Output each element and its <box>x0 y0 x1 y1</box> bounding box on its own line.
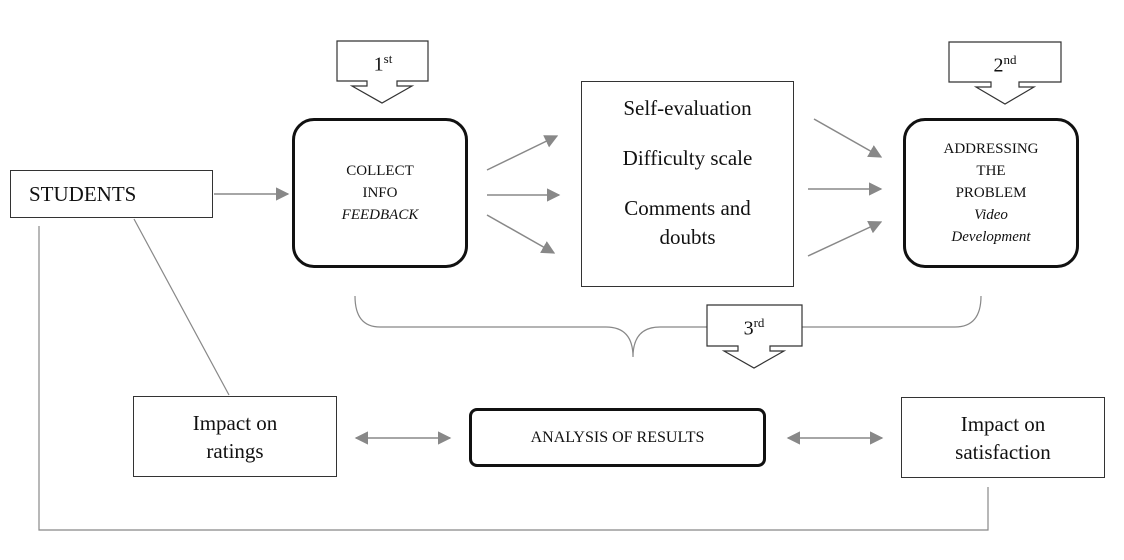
step-1-number: 1 <box>373 53 384 76</box>
step-3-suffix: rd <box>753 315 765 330</box>
addressing-line-5: Development <box>951 229 1031 245</box>
analysis-results-box: ANALYSIS OF RESULTS <box>469 408 766 467</box>
arrow-collect-up <box>486 135 559 171</box>
addressing-line-4: Video <box>974 207 1008 223</box>
arrow-collect-down <box>486 214 556 254</box>
impact-ratings-line-1: Impact on <box>192 410 278 435</box>
step-2-number: 2 <box>993 54 1004 77</box>
collect-line-1: COLLECT <box>346 163 414 179</box>
step-1-suffix: st <box>383 51 393 66</box>
collect-line-2: INFO <box>362 185 398 201</box>
step-3-callout <box>706 304 803 369</box>
arrow-eval-up <box>813 118 883 158</box>
collect-line-3: FEEDBACK <box>341 207 419 223</box>
line-students-ratings <box>133 218 230 396</box>
analysis-label: ANALYSIS OF RESULTS <box>530 428 705 446</box>
brace-collect-to-address <box>354 295 982 358</box>
addressing-problem-box: ADDRESSING THE PROBLEM Video Development <box>903 118 1079 268</box>
step-2-suffix: nd <box>1003 52 1017 67</box>
step-2-label: 2nd <box>975 52 1035 78</box>
comments-label-line-2: doubts <box>659 225 716 249</box>
addressing-line-1: ADDRESSING <box>943 141 1039 157</box>
impact-ratings-box: Impact on ratings <box>133 396 337 477</box>
step-1-label: 1st <box>353 51 413 77</box>
difficulty-scale-label: Difficulty scale <box>622 146 753 170</box>
students-box: STUDENTS <box>10 170 213 218</box>
comments-label-line-1: Comments and <box>624 196 751 220</box>
addressing-line-2: THE <box>976 163 1006 179</box>
addressing-line-3: PROBLEM <box>955 185 1027 201</box>
evaluation-methods-box: Self-evaluation Difficulty scale Comment… <box>581 81 794 287</box>
step-2-callout <box>948 41 1062 105</box>
impact-satisfaction-line-1: Impact on <box>960 411 1046 436</box>
impact-satisfaction-line-2: satisfaction <box>955 439 1051 464</box>
step-3-number: 3 <box>743 317 754 340</box>
students-label: STUDENTS <box>29 181 137 206</box>
step-1-callout <box>336 40 429 104</box>
impact-satisfaction-box: Impact on satisfaction <box>901 397 1105 478</box>
self-evaluation-label: Self-evaluation <box>623 96 752 120</box>
impact-ratings-line-2: ratings <box>206 438 264 463</box>
step-3-label: 3rd <box>724 315 784 341</box>
line-students-satisfaction <box>38 226 989 531</box>
collect-info-box: COLLECT INFO FEEDBACK <box>292 118 468 268</box>
arrow-eval-down <box>807 221 883 257</box>
